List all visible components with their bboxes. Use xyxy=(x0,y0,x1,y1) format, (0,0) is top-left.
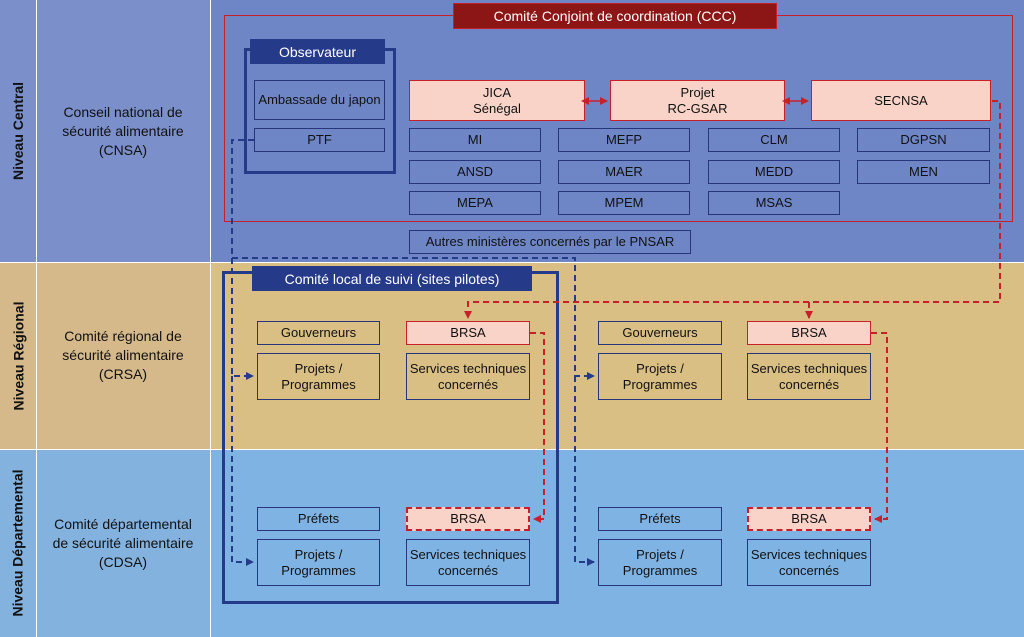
gouverneurs-box: Gouverneurs xyxy=(598,321,722,345)
ambassade-japon-box: Ambassade du japon xyxy=(254,80,385,120)
ministry-box: MSAS xyxy=(708,191,840,215)
level-departemental-label: Niveau Départemental xyxy=(10,469,26,617)
gouverneurs-box: Gouverneurs xyxy=(257,321,380,345)
projets-programmes-box: Projets / Programmes xyxy=(257,539,380,586)
brsa-departemental-box: BRSA xyxy=(406,507,530,531)
grid-divider xyxy=(36,0,37,637)
ccc-title: Comité Conjoint de coordination (CCC) xyxy=(453,3,777,29)
services-techniques-box: Services techniques concernés xyxy=(406,353,530,400)
brsa-regional-box: BRSA xyxy=(406,321,530,345)
projets-programmes-box: Projets / Programmes xyxy=(257,353,380,400)
regional-label-cell xyxy=(0,262,210,449)
projets-programmes-box: Projets / Programmes xyxy=(598,539,722,586)
ministry-box: MI xyxy=(409,128,541,152)
comite-local-title: Comité local de suivi (sites pilotes) xyxy=(252,266,532,291)
projet-rc-gsar-box: Projet RC-GSAR xyxy=(610,80,785,121)
crsa-name: Comité régional de sécurité alimentaire … xyxy=(62,328,184,382)
projets-programmes-box: Projets / Programmes xyxy=(598,353,722,400)
jica-senegal-box: JICA Sénégal xyxy=(409,80,585,121)
ministry-box: DGPSN xyxy=(857,128,990,152)
ministry-box: MEDD xyxy=(708,160,840,184)
ministry-box: MEPA xyxy=(409,191,541,215)
ministry-box: MPEM xyxy=(558,191,690,215)
departemental-label-cell xyxy=(0,449,210,637)
services-techniques-box: Services techniques concernés xyxy=(747,539,871,586)
services-techniques-box: Services techniques concernés xyxy=(406,539,530,586)
grid-divider xyxy=(0,449,1024,450)
observateur-title: Observateur xyxy=(250,39,385,64)
level-regional-label: Niveau Régional xyxy=(10,301,27,410)
cdsa-name: Comité départemental de sécurité aliment… xyxy=(52,515,194,570)
cnsa-name: Conseil national de sécurité alimentaire… xyxy=(62,103,184,158)
services-techniques-box: Services techniques concernés xyxy=(747,353,871,400)
grid-divider xyxy=(210,0,211,637)
level-central-label: Niveau Central xyxy=(10,81,27,181)
brsa-departemental-box: BRSA xyxy=(747,507,871,531)
brsa-regional-box: BRSA xyxy=(747,321,871,345)
ptf-box: PTF xyxy=(254,128,385,152)
ministry-box: MAER xyxy=(558,160,690,184)
ministry-box: ANSD xyxy=(409,160,541,184)
ministry-box: CLM xyxy=(708,128,840,152)
prefets-box: Préfets xyxy=(257,507,380,531)
prefets-box: Préfets xyxy=(598,507,722,531)
ministry-box: MEN xyxy=(857,160,990,184)
ministry-box: MEFP xyxy=(558,128,690,152)
secnsa-box: SECNSA xyxy=(811,80,991,121)
autres-ministeres-box: Autres ministères concernés par le PNSAR xyxy=(409,230,691,254)
central-label-cell xyxy=(0,0,210,262)
